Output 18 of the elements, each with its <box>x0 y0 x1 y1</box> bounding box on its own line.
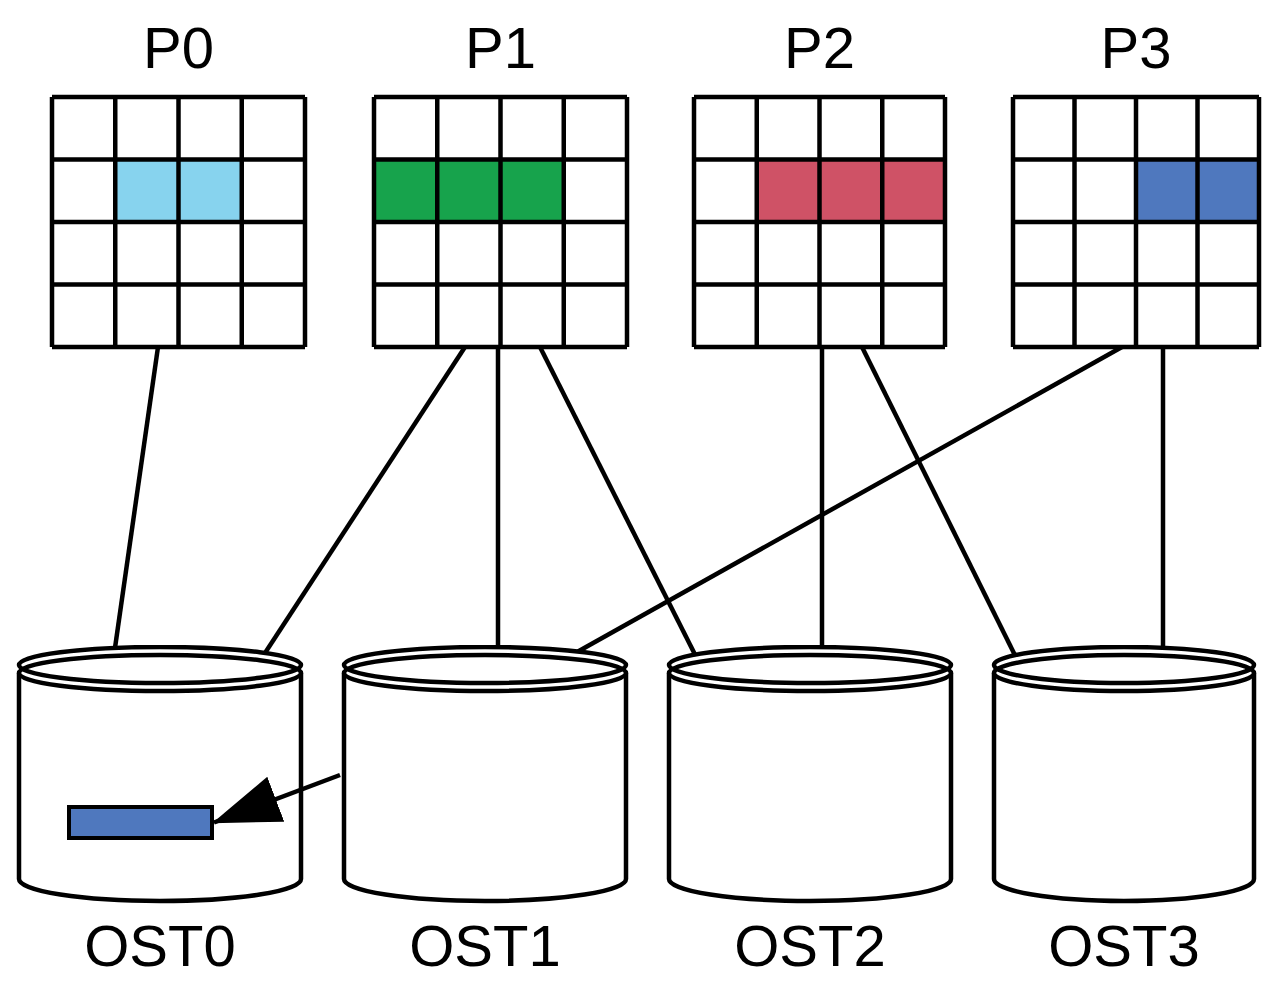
node-label: OST2 <box>734 917 886 975</box>
connector-line <box>112 346 161 649</box>
connector-line <box>819 347 825 648</box>
connector-line <box>860 346 1017 657</box>
connector-line <box>576 345 1124 654</box>
node-label: P2 <box>784 19 855 77</box>
connector-line <box>495 347 501 648</box>
connector-line <box>538 346 697 656</box>
node-label: OST1 <box>409 917 561 975</box>
data-block <box>67 805 214 840</box>
node-label: P1 <box>465 19 536 77</box>
node-label: OST3 <box>1048 917 1200 975</box>
arrow <box>212 772 341 825</box>
node-label: OST0 <box>84 917 236 975</box>
connector-line <box>1160 347 1166 648</box>
node-label: P0 <box>143 19 214 77</box>
connector-line <box>263 345 467 655</box>
node-label: P3 <box>1100 19 1172 77</box>
